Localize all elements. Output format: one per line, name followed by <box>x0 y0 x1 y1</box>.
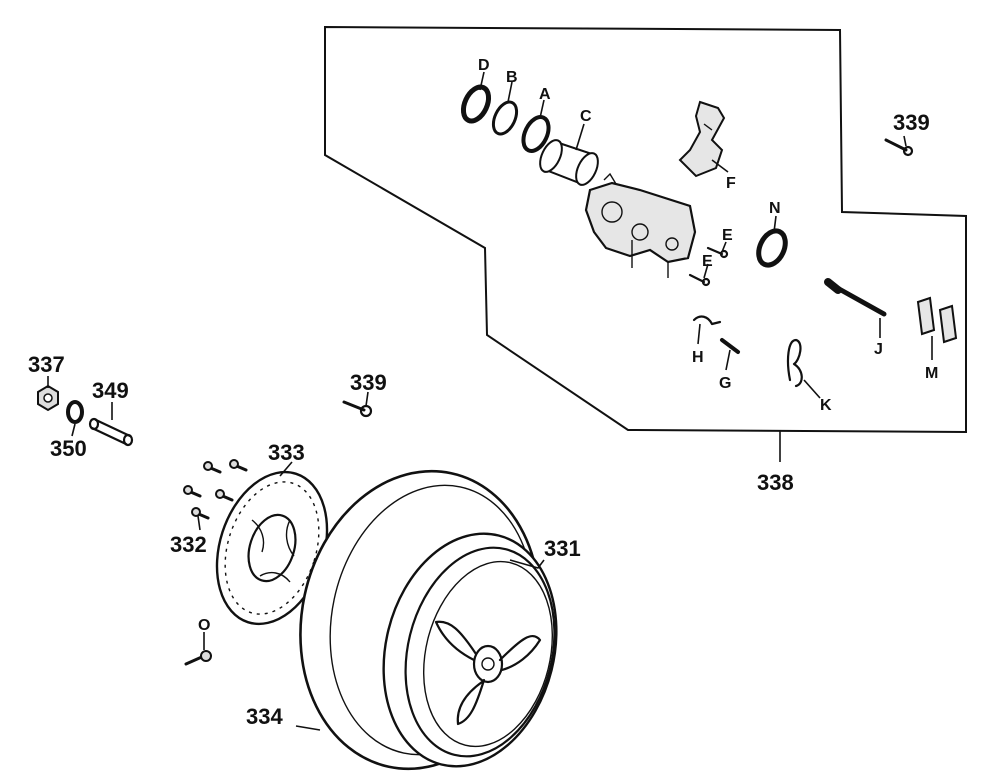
label-j: J <box>874 341 883 358</box>
label-349: 349 <box>92 378 129 403</box>
label-e-upper: E <box>722 227 733 244</box>
piston-c <box>539 139 599 186</box>
wheel-rim-331 <box>382 532 558 768</box>
ring-b <box>491 100 519 136</box>
label-d: D <box>478 57 490 74</box>
label-333: 333 <box>268 440 305 465</box>
disc-bolts-332 <box>183 459 248 520</box>
bleed-bolt-e2 <box>688 273 711 287</box>
label-338: 338 <box>757 470 794 495</box>
label-m: M <box>925 365 938 382</box>
label-337: 337 <box>28 352 65 377</box>
label-h: H <box>692 349 704 366</box>
label-331: 331 <box>544 536 581 561</box>
label-332: 332 <box>170 532 207 557</box>
clip-h <box>692 315 722 326</box>
label-k: K <box>820 397 832 414</box>
label-334: 334 <box>246 704 283 729</box>
caliper-body <box>584 172 697 278</box>
label-f: F <box>726 175 736 192</box>
bleed-bolt-e1 <box>706 246 729 259</box>
valve-o <box>184 650 212 666</box>
label-339-middle: 339 <box>350 370 387 395</box>
bracket-f <box>678 100 726 178</box>
screw-g <box>720 338 740 354</box>
washer-350 <box>66 400 84 424</box>
label-a: A <box>539 86 551 103</box>
dust-seal-n <box>756 228 788 268</box>
label-g: G <box>719 375 731 392</box>
pin-j <box>824 278 887 317</box>
label-350: 350 <box>50 436 87 461</box>
label-e-lower: E <box>702 253 713 270</box>
label-o: O <box>198 617 210 634</box>
label-b: B <box>506 69 518 86</box>
label-c: C <box>580 108 592 125</box>
seal-d <box>460 84 492 124</box>
label-n: N <box>769 200 781 217</box>
spring-k <box>786 338 803 388</box>
spacer-349 <box>88 417 134 447</box>
pads-m <box>916 296 958 344</box>
nut-337 <box>37 384 59 412</box>
ring-a <box>521 115 551 153</box>
label-339-upper: 339 <box>893 110 930 135</box>
bolt-339-upper <box>884 138 914 157</box>
caliper-assembly-outline <box>324 25 967 434</box>
